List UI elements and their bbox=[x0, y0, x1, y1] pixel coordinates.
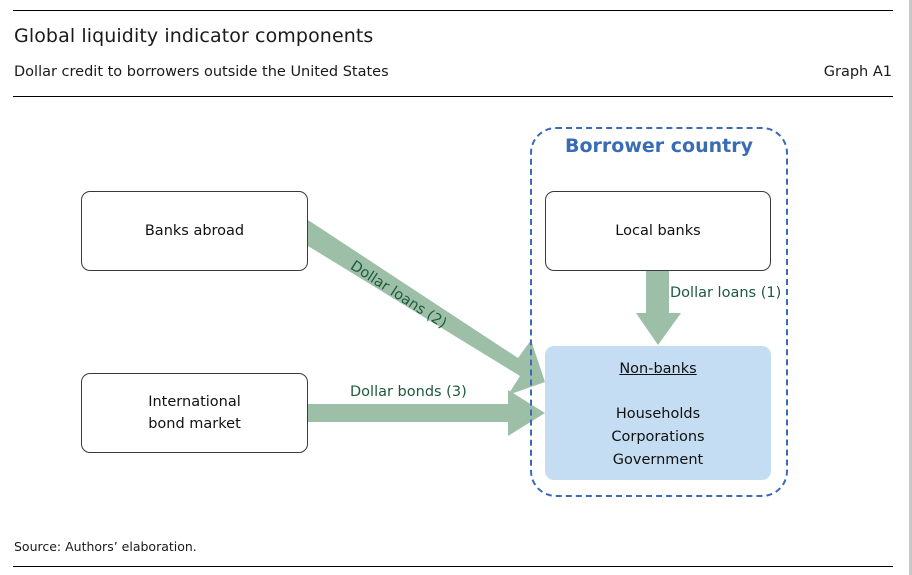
node-label-line1: International bbox=[148, 394, 241, 410]
chart-subtitle: Dollar credit to borrowers outside the U… bbox=[14, 64, 389, 80]
source-note: Source: Authors’ elaboration. bbox=[14, 539, 197, 554]
edge-label-dollar-bonds-3: Dollar bonds (3) bbox=[350, 384, 467, 400]
non-banks-title: Non-banks bbox=[619, 361, 697, 377]
node-international-bond-market: International bond market bbox=[81, 373, 308, 453]
borrower-country-title: Borrower country bbox=[565, 135, 753, 157]
node-non-banks: Non-banks Households Corporations Govern… bbox=[545, 346, 771, 480]
non-banks-item: Households bbox=[615, 406, 701, 422]
page-edge bbox=[909, 0, 912, 575]
edge-label-dollar-loans-1: Dollar loans (1) bbox=[670, 285, 782, 301]
top-rule bbox=[13, 10, 893, 11]
node-label: Banks abroad bbox=[144, 223, 245, 239]
node-label: Local banks bbox=[615, 223, 701, 239]
non-banks-item: Government bbox=[612, 452, 704, 468]
node-banks-abroad: Banks abroad bbox=[81, 191, 308, 271]
non-banks-item: Corporations bbox=[611, 429, 705, 445]
header-rule bbox=[13, 96, 893, 97]
chart-title: Global liquidity indicator components bbox=[14, 25, 374, 47]
node-local-banks: Local banks bbox=[545, 191, 771, 271]
borrower-country-group bbox=[530, 127, 788, 497]
edge-label-dollar-loans-2: Dollar loans (2) bbox=[347, 258, 450, 333]
node-label-line2: bond market bbox=[148, 416, 241, 432]
bottom-rule bbox=[13, 566, 893, 567]
graph-id: Graph A1 bbox=[823, 64, 892, 80]
